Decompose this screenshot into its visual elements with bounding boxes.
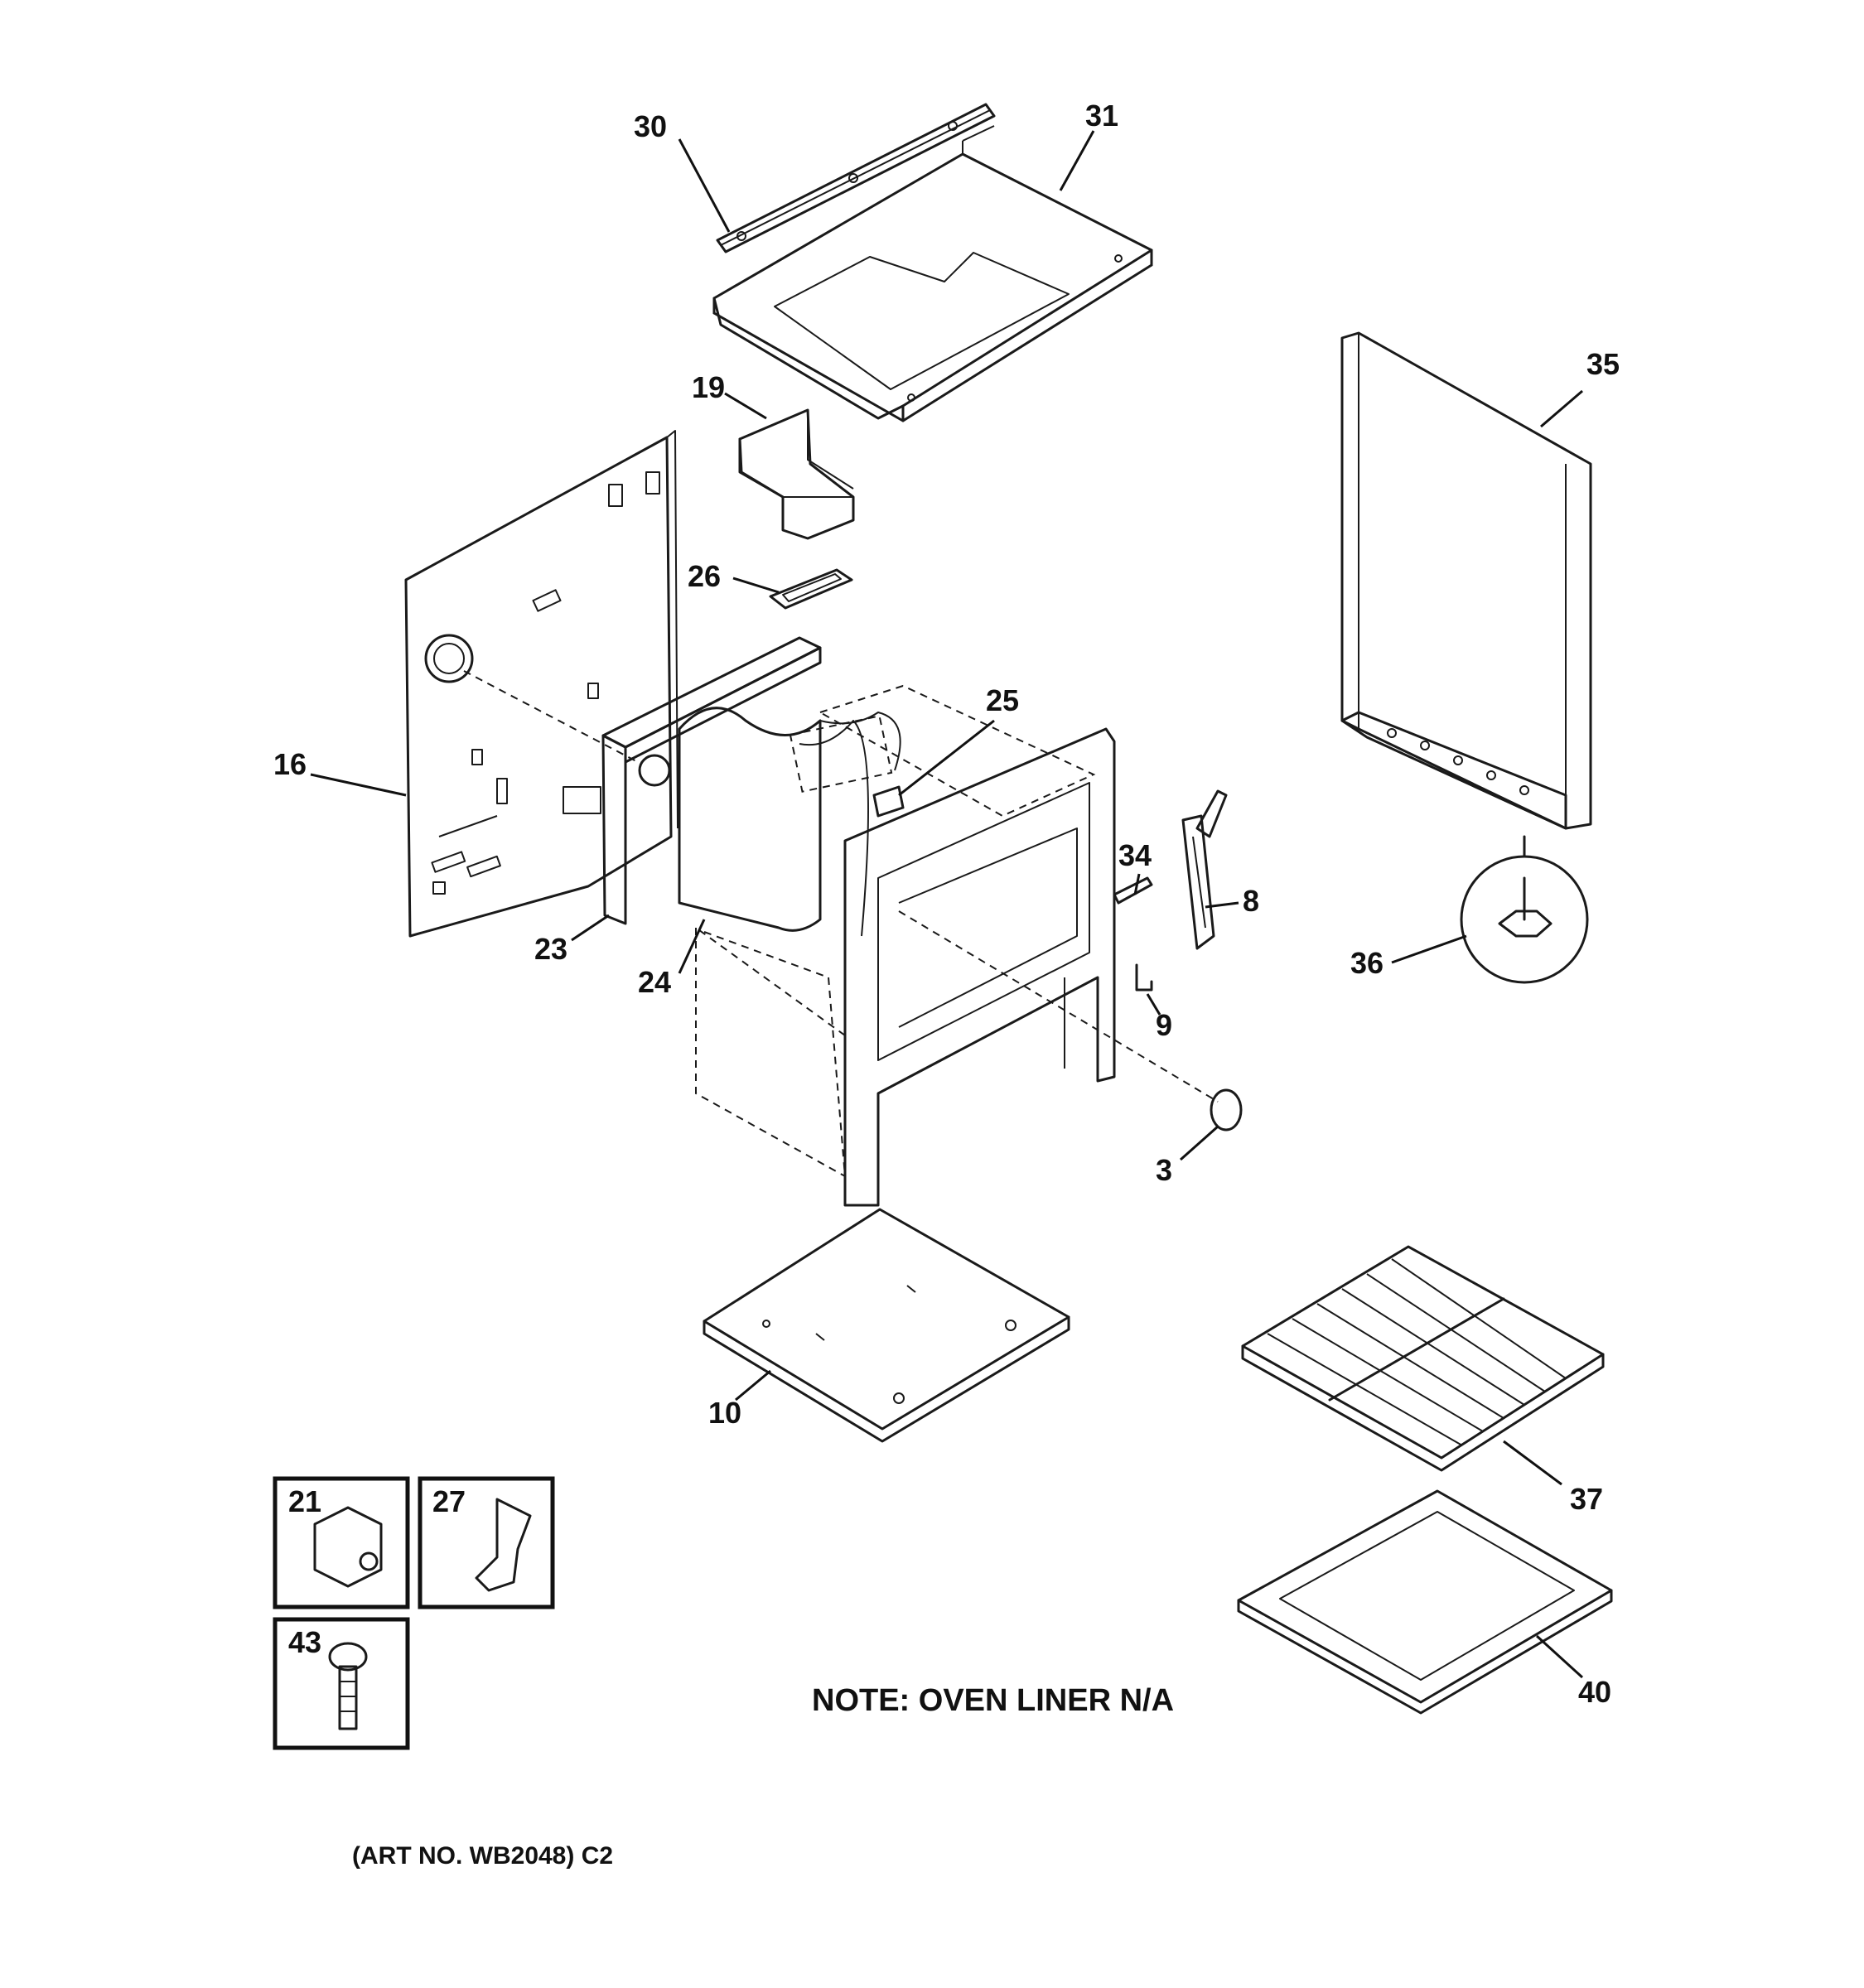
callout-25: 25 <box>986 683 1019 717</box>
art-number: (ART NO. WB2048) C2 <box>352 1842 613 1870</box>
part-8-hinge <box>1181 789 1228 950</box>
callout-26: 26 <box>688 559 721 593</box>
callout-labels: 30 31 19 26 25 16 23 24 34 8 9 3 35 36 1… <box>273 99 1620 1709</box>
part-9-bracket <box>1135 963 1153 992</box>
part-31-support-frame <box>712 125 1153 422</box>
part-16-back-panel <box>404 430 678 938</box>
callout-40: 40 <box>1578 1675 1611 1709</box>
callout-37: 37 <box>1570 1482 1603 1516</box>
part-24-oven-insulation <box>678 707 901 937</box>
inset-part-27 <box>418 1476 555 1609</box>
part-23-insulation-block <box>601 636 822 925</box>
inset-part-43 <box>273 1617 410 1750</box>
front-frame <box>843 727 1116 1207</box>
part-30-top-rail <box>716 103 996 253</box>
part-40-broiler-pan <box>1237 1489 1613 1715</box>
callout-3: 3 <box>1156 1153 1172 1187</box>
callout-23: 23 <box>534 932 567 966</box>
callout-16: 16 <box>273 747 307 781</box>
oven-liner-note: NOTE: OVEN LINER N/A <box>812 1683 1174 1718</box>
oven-cavity <box>463 670 1096 1178</box>
callout-31: 31 <box>1085 99 1118 133</box>
callout-9: 9 <box>1156 1008 1172 1042</box>
callout-35: 35 <box>1586 347 1620 381</box>
part-36-leveler <box>1460 835 1589 984</box>
part-26-vent-gasket <box>769 568 853 610</box>
part-35-side-panel <box>1340 331 1592 830</box>
callout-34: 34 <box>1118 838 1152 872</box>
callout-27: 27 <box>432 1484 466 1518</box>
leader-lines <box>310 130 1584 1679</box>
part-37-oven-rack <box>1241 1245 1605 1472</box>
callout-30: 30 <box>634 109 667 143</box>
inset-part-21 <box>273 1476 410 1609</box>
part-10-bottom-panel <box>703 1208 1070 1443</box>
part-19-vent-duct <box>738 408 855 540</box>
part-25-clip <box>872 785 905 818</box>
callout-21: 21 <box>288 1484 321 1518</box>
callout-19: 19 <box>692 370 725 404</box>
callout-24: 24 <box>638 965 671 999</box>
callout-10: 10 <box>708 1396 741 1430</box>
callout-8: 8 <box>1243 884 1259 918</box>
callout-43: 43 <box>288 1625 321 1659</box>
part-34-trim <box>1113 876 1153 905</box>
callout-36: 36 <box>1350 946 1384 980</box>
part-3-cap <box>898 910 1243 1132</box>
